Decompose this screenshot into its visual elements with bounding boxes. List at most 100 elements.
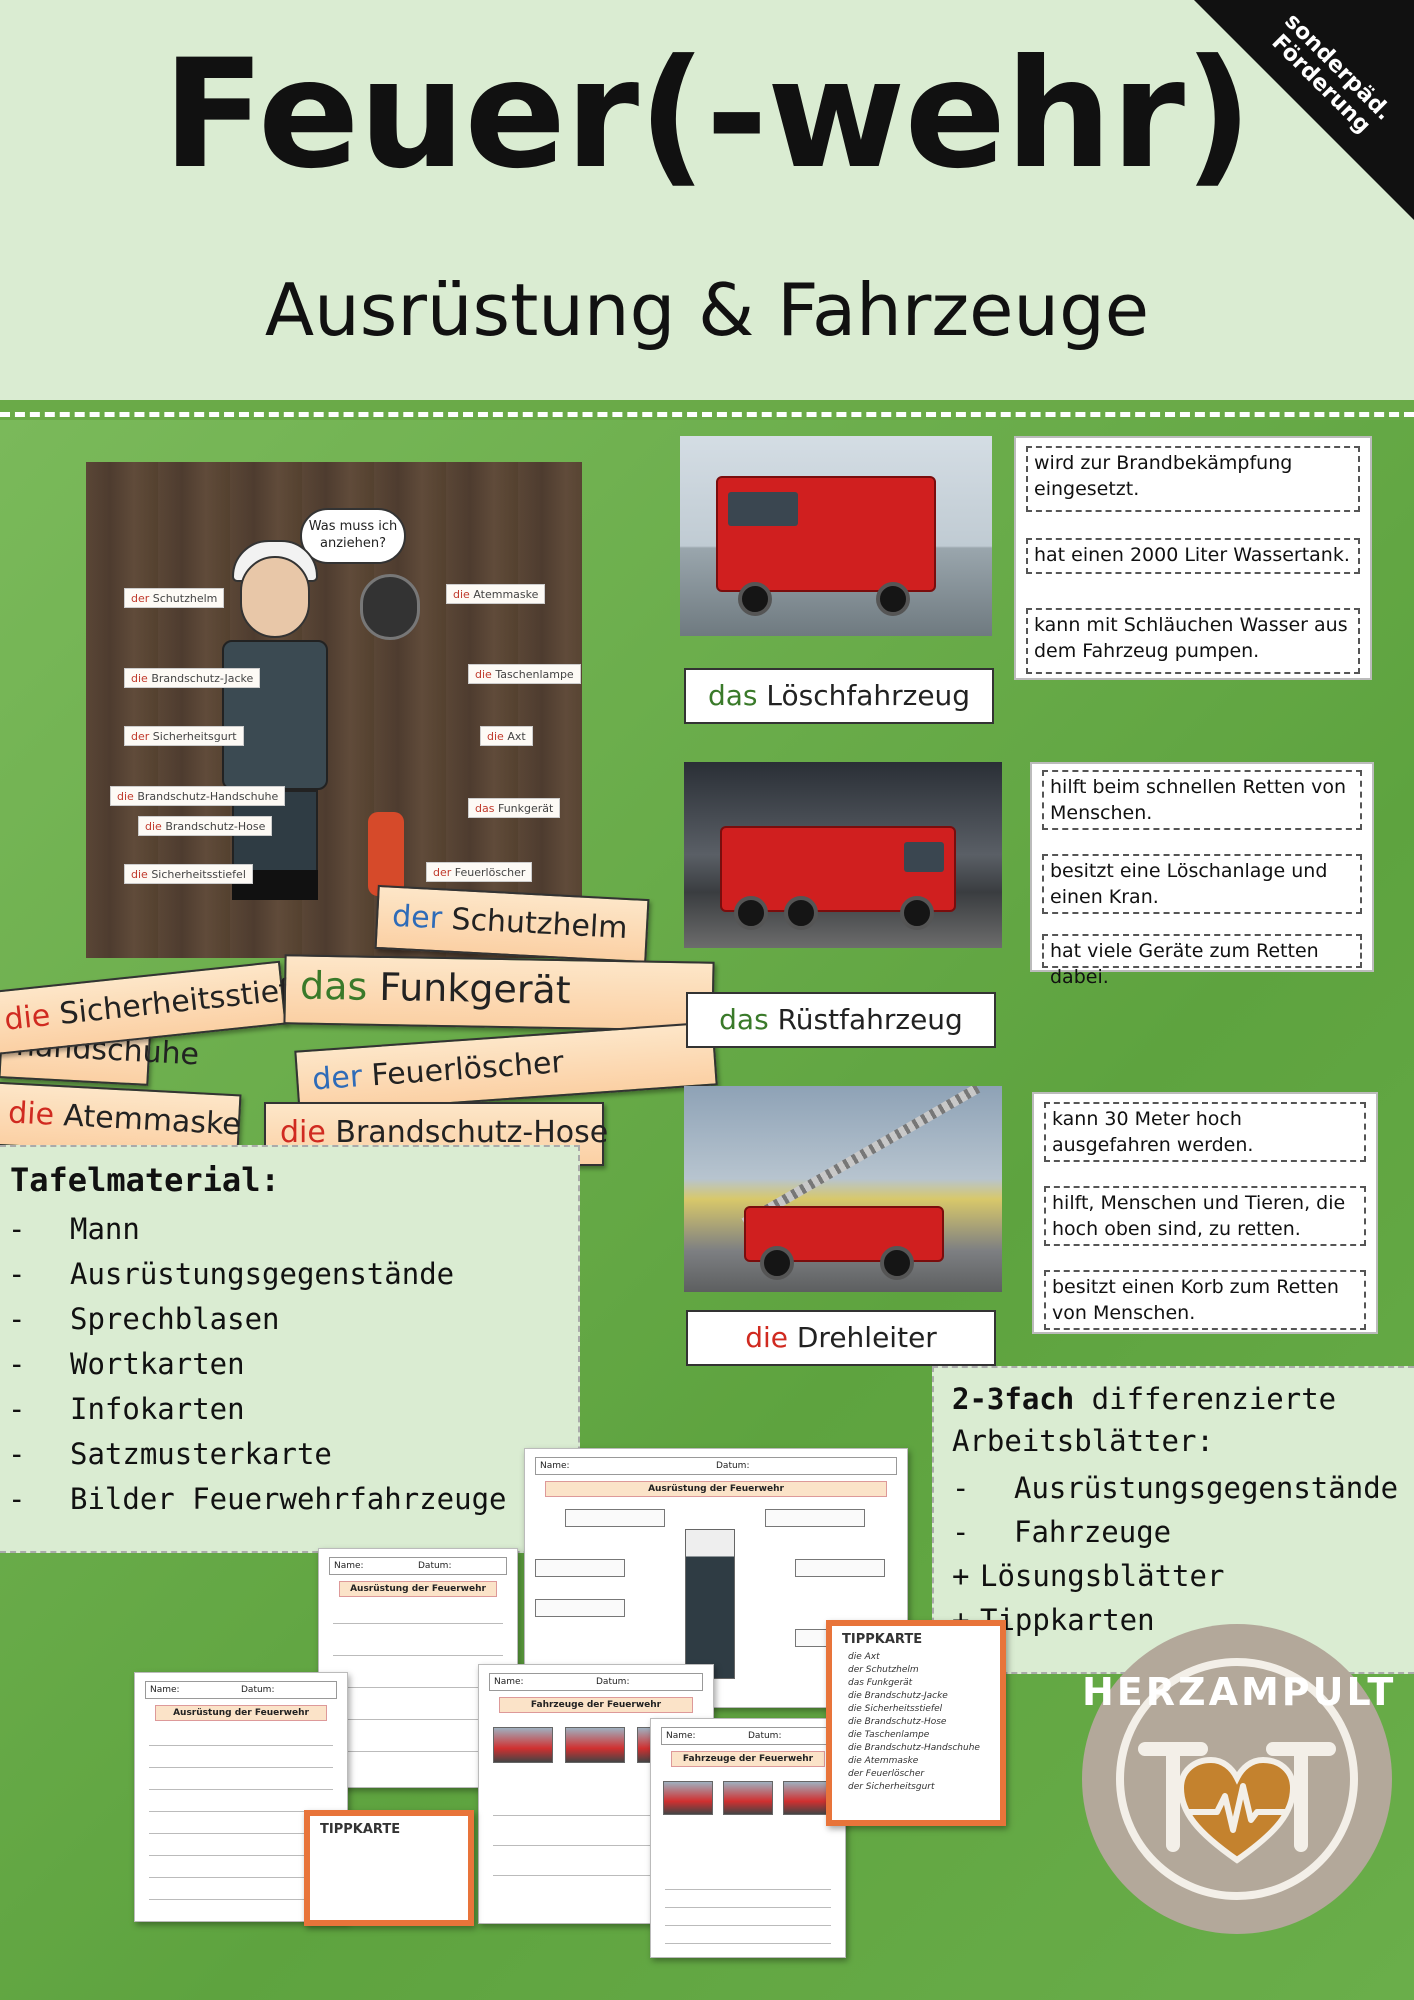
tipp-card: TIPPKARTE die Axt der Schutzhelm das Fun… xyxy=(826,1620,1006,1826)
mask-icon xyxy=(360,574,420,640)
worksheet-title: Ausrüstung der Feuerwehr xyxy=(339,1581,497,1597)
tipp-word: die Atemmaske xyxy=(848,1756,919,1766)
vehicle-name-card: das Löschfahrzeug xyxy=(684,668,994,724)
vehicle-thumb xyxy=(723,1781,773,1815)
page-title: Feuer(-wehr) xyxy=(162,28,1252,202)
answer-box xyxy=(565,1509,665,1527)
drehleiter-photo xyxy=(684,1086,1002,1292)
ruestfahrzeug-photo xyxy=(684,762,1002,948)
fact-item: besitzt einen Korb zum Retten von Mensch… xyxy=(1044,1270,1366,1330)
extinguisher-icon xyxy=(368,812,404,896)
table-row xyxy=(149,1757,333,1768)
wheel xyxy=(900,896,934,930)
herzampult-logo: HERZAMPULT xyxy=(1082,1624,1397,1934)
wheel xyxy=(880,1246,914,1280)
logo-post xyxy=(1166,1742,1180,1852)
header-divider xyxy=(0,412,1414,417)
tipp-word: der Sicherheitsgurt xyxy=(848,1782,935,1792)
table-row xyxy=(149,1801,333,1812)
vehicle-info-card: kann 30 Meter hoch ausgefahren werden. h… xyxy=(1032,1092,1378,1334)
answer-box xyxy=(535,1559,625,1577)
fact-item: hilft beim schnellen Retten von Menschen… xyxy=(1042,770,1362,830)
tafelmaterial-list: -Mann -Ausrüstungsgegenstände -Sprechbla… xyxy=(8,1207,507,1522)
list-item: -Wortkarten xyxy=(8,1347,245,1381)
answer-line xyxy=(333,1645,503,1656)
list-item: -Ausrüstungsgegenstände xyxy=(8,1257,455,1291)
figure-head xyxy=(240,556,310,638)
photo-label: das Funkgerät xyxy=(468,798,561,818)
wheel xyxy=(784,896,818,930)
worksheet-title: Fahrzeuge der Feuerwehr xyxy=(671,1751,825,1767)
worksheet-title: Ausrüstung der Feuerwehr xyxy=(155,1705,327,1721)
tipp-word: die Sicherheitsstiefel xyxy=(848,1704,943,1714)
vehicle-thumb xyxy=(493,1727,553,1763)
wheel xyxy=(738,582,772,616)
photo-label: die Brandschutz-Handschuhe xyxy=(110,786,286,806)
worksheet-preview: Name:Datum: Fahrzeuge der Feuerwehr xyxy=(650,1718,846,1958)
worksheet-header: Name:Datum: xyxy=(329,1557,507,1575)
arbeitsblaetter-heading: 2-3fach differenzierte xyxy=(952,1382,1337,1416)
tipp-word: die Axt xyxy=(848,1652,880,1662)
photo-label: die Axt xyxy=(480,726,533,746)
worksheet-header: Name:Datum: xyxy=(535,1457,897,1475)
tipp-word: die Brandschutz-Jacke xyxy=(848,1691,948,1701)
tipp-word: das Funkgerät xyxy=(848,1678,913,1688)
fact-item: kann 30 Meter hoch ausgefahren werden. xyxy=(1044,1102,1366,1162)
photo-label: der Sicherheitsgurt xyxy=(124,726,244,746)
tipp-card-title: TIPPKARTE xyxy=(320,1822,401,1837)
truck-window xyxy=(904,842,944,872)
table-row xyxy=(665,1915,831,1926)
fact-item: kann mit Schläuchen Wasser aus dem Fahrz… xyxy=(1026,608,1360,674)
truck-body xyxy=(716,476,936,592)
photo-label: die Brandschutz-Hose xyxy=(138,816,273,836)
tipp-card-title: TIPPKARTE xyxy=(842,1632,923,1647)
list-item: +Tippkarten xyxy=(952,1603,1155,1637)
answer-box xyxy=(795,1559,885,1577)
wheel xyxy=(734,896,768,930)
worksheet-title: Fahrzeuge der Feuerwehr xyxy=(499,1697,693,1713)
header: Feuer(-wehr) Ausrüstung & Fahrzeuge sond… xyxy=(0,0,1414,400)
figure-body xyxy=(222,640,328,790)
wheel xyxy=(760,1246,794,1280)
answer-line xyxy=(333,1613,503,1624)
logo-name: HERZAMPULT xyxy=(1082,1670,1397,1714)
vehicle-thumb xyxy=(565,1727,625,1763)
worksheet-header: Name:Datum: xyxy=(145,1681,337,1699)
tafelmaterial-box: Tafelmaterial: -Mann -Ausrüstungsgegenst… xyxy=(0,1145,580,1553)
answer-line xyxy=(333,1709,503,1720)
table-row xyxy=(149,1845,333,1856)
photo-label: die Brandschutz-Jacke xyxy=(124,668,261,688)
speech-bubble: Was muss ich anziehen? xyxy=(300,508,406,564)
photo-label: die Atemmaske xyxy=(446,584,546,604)
worksheet-title: Ausrüstung der Feuerwehr xyxy=(545,1481,887,1497)
logo-post xyxy=(1294,1742,1308,1852)
corner-triangle xyxy=(1194,0,1414,220)
photo-label: der Schutzhelm xyxy=(124,588,225,608)
loeschfahrzeug-photo xyxy=(680,436,992,636)
tipp-word: die Brandschutz-Handschuhe xyxy=(848,1743,980,1753)
photo-label: die Sicherheitsstiefel xyxy=(124,864,253,884)
tipp-word: die Taschenlampe xyxy=(848,1730,930,1740)
fact-item: hilft, Menschen und Tieren, die hoch obe… xyxy=(1044,1186,1366,1246)
worksheet-header: Name:Datum: xyxy=(489,1673,703,1691)
table-row xyxy=(149,1889,333,1900)
logo-ring xyxy=(1116,1658,1358,1900)
fact-item: wird zur Brandbekämpfung eingesetzt. xyxy=(1026,446,1360,512)
list-item: -Infokarten xyxy=(8,1392,245,1426)
vehicle-name-card: die Drehleiter xyxy=(686,1310,996,1366)
vehicle-thumb xyxy=(663,1781,713,1815)
answer-line xyxy=(493,1805,699,1816)
tipp-card: TIPPKARTE xyxy=(304,1810,474,1926)
list-item: -Ausrüstungsgegenstände xyxy=(952,1471,1399,1505)
table-row xyxy=(149,1823,333,1834)
answer-line xyxy=(333,1741,503,1752)
answer-box xyxy=(765,1509,865,1527)
firefighter-figure xyxy=(685,1529,735,1679)
corner-badge: sonderpäd. Förderung xyxy=(1194,0,1414,220)
word-card: das Funkgerät xyxy=(283,954,715,1032)
list-item: -Satzmusterkarte xyxy=(8,1437,332,1471)
tipp-word: der Feuerlöscher xyxy=(848,1769,925,1779)
tafelmaterial-heading: Tafelmaterial: xyxy=(10,1161,280,1199)
heart-icon xyxy=(1177,1756,1297,1864)
answer-line xyxy=(333,1677,503,1688)
